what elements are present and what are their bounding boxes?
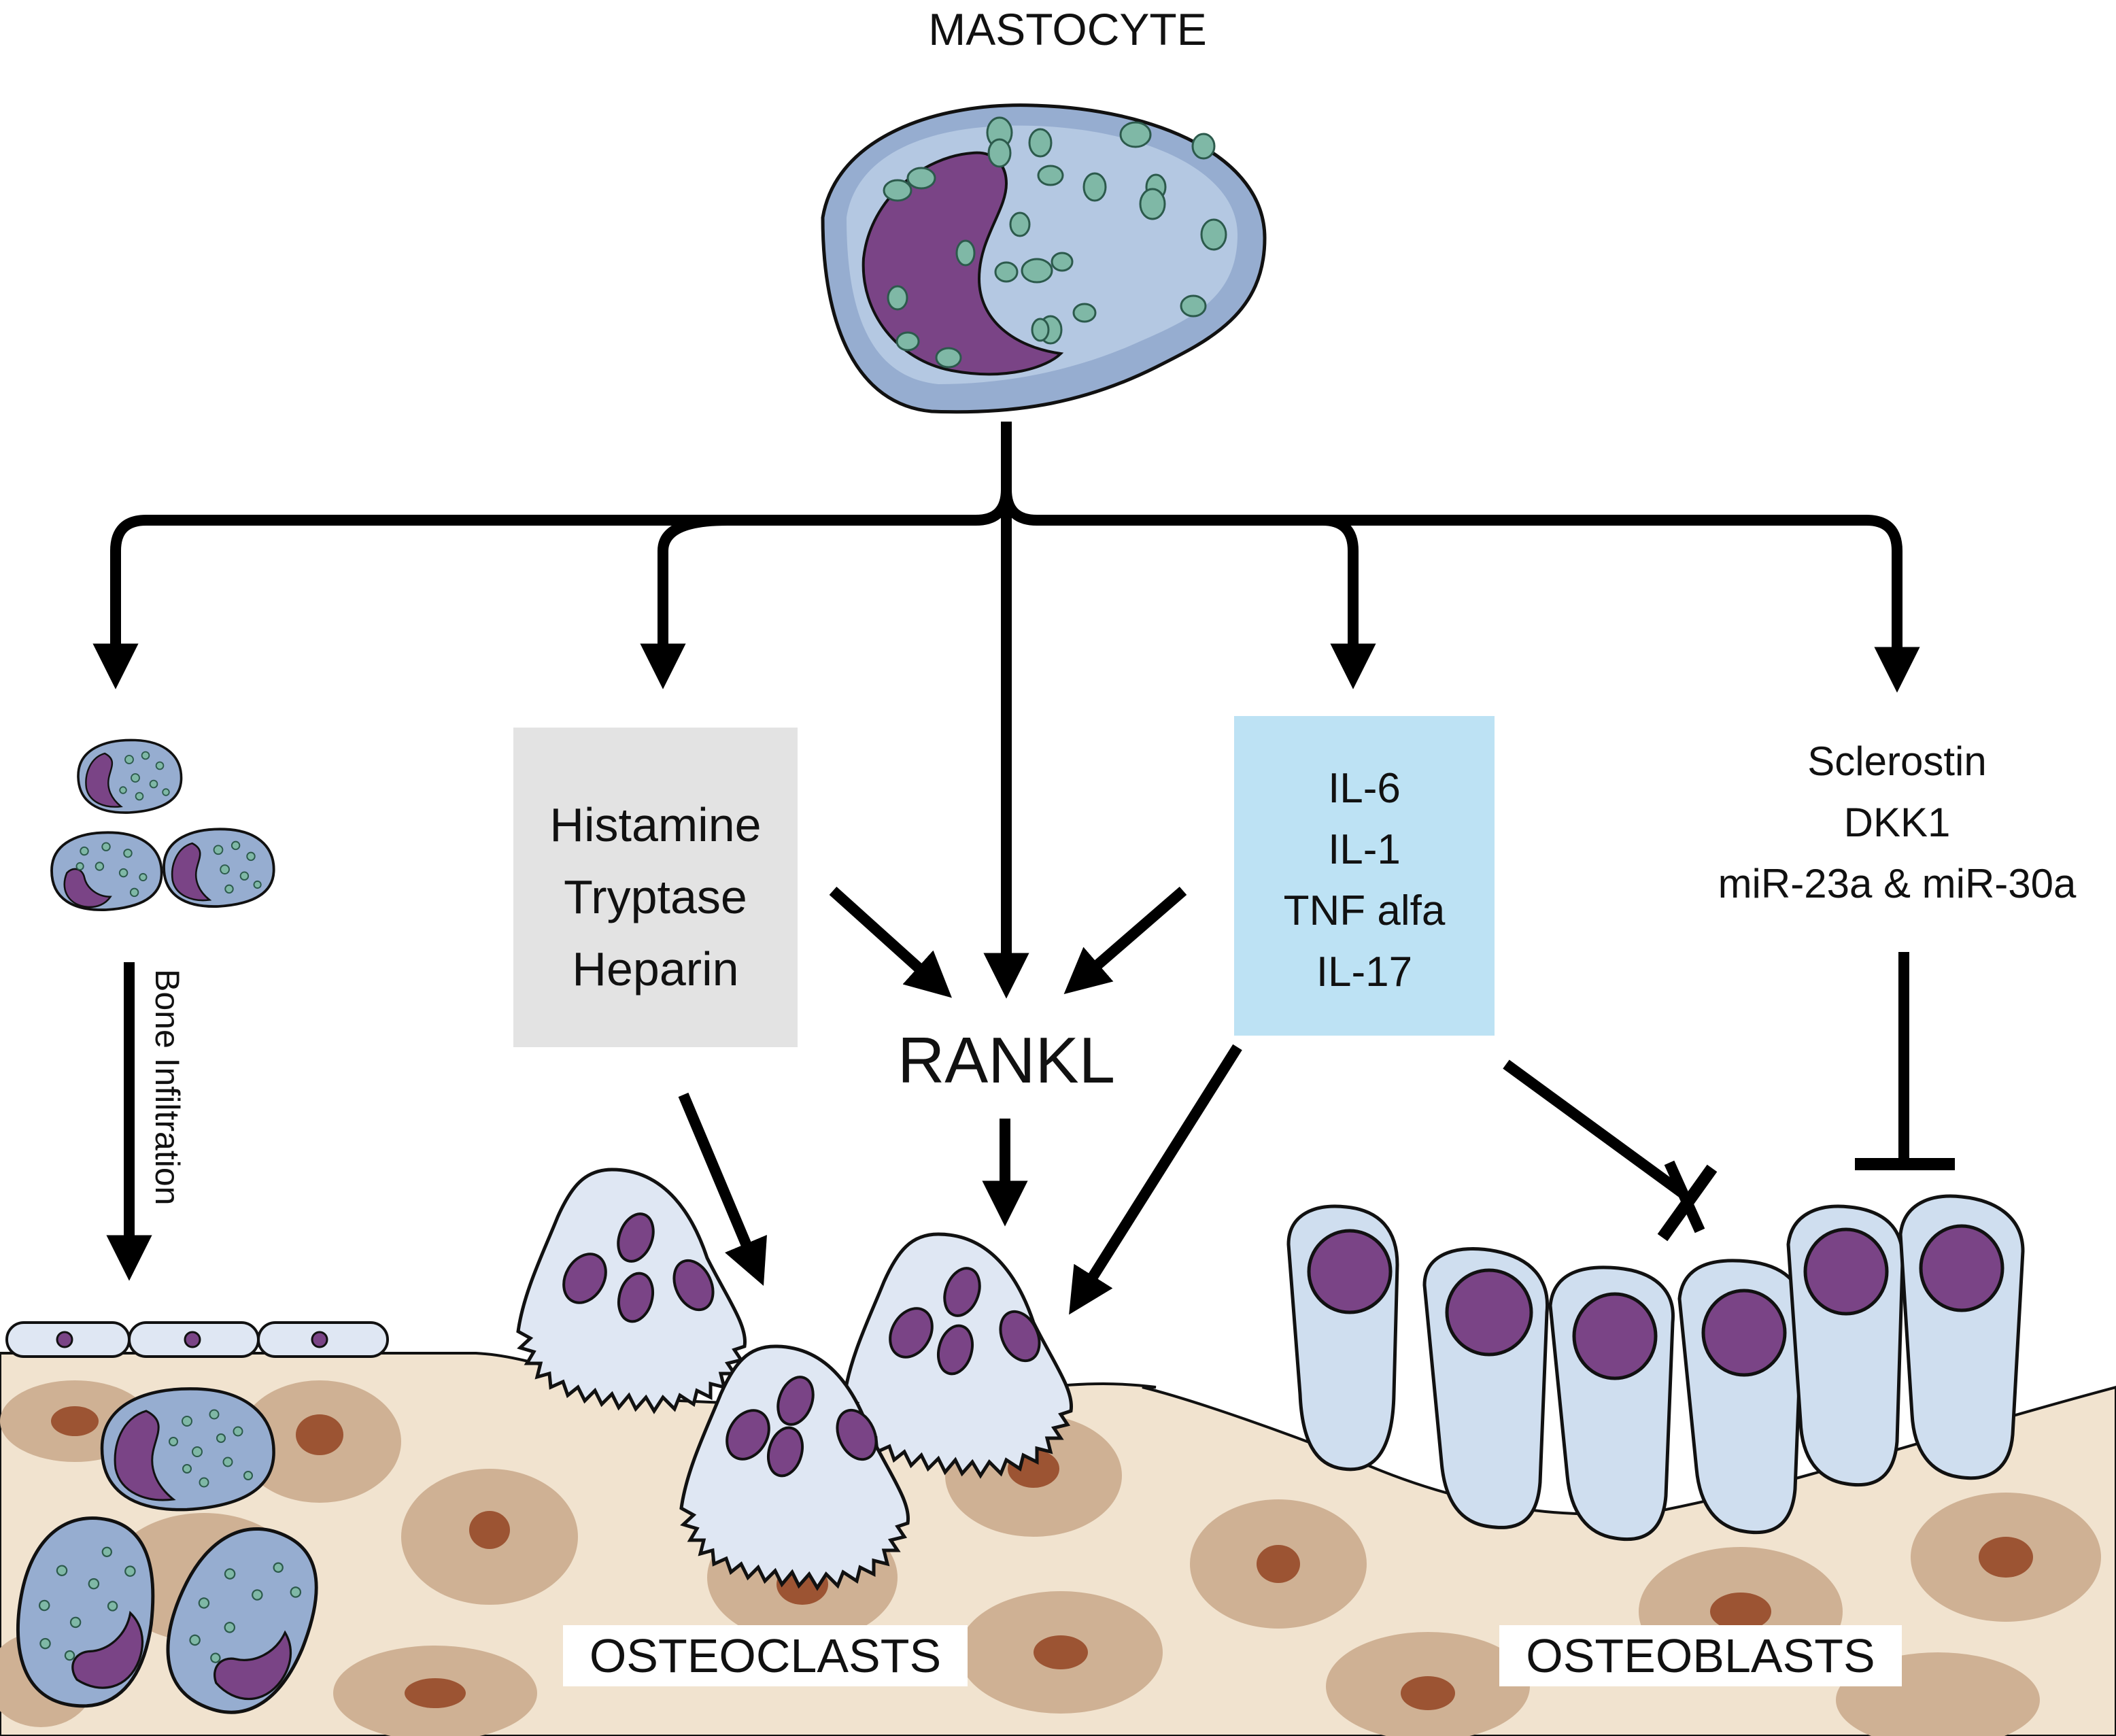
rankl-label: RANKL <box>897 1024 1116 1097</box>
inhibitor-dkk1: DKK1 <box>1843 800 1951 845</box>
osteoblasts-label: OSTEOBLASTS <box>1499 1625 1902 1686</box>
cytokine-il6: IL-6 <box>1328 765 1401 812</box>
mastocyte-granules <box>883 116 1227 369</box>
bone-mastocytes <box>16 1387 318 1714</box>
cytokine-list: IL-6 IL-1 TNF alfa IL-17 <box>1234 758 1495 1003</box>
bone-infiltration-label: Bone Infiltration <box>148 969 186 1206</box>
cytokine-box <box>1234 716 1495 1036</box>
inhibitor-sclerostin: Sclerostin <box>1807 738 1987 784</box>
granule-mediator-box <box>513 728 798 1047</box>
osteoclasts <box>516 1168 1074 1591</box>
mastocyte-cell <box>821 103 1267 414</box>
mediator-heparin: Heparin <box>572 942 739 995</box>
mastocyte-title: MASTOCYTE <box>928 4 1207 54</box>
small-mastocytes <box>50 738 275 911</box>
osteoclasts-label: OSTEOCLASTS <box>563 1625 968 1686</box>
inhibition-bars <box>1657 1158 1955 1242</box>
lining-cells <box>5 1321 389 1358</box>
inhibitor-mirna: miR-23a & miR-30a <box>1718 861 2077 906</box>
granule-mediator-list: Histamine Tryptase Heparin <box>513 789 798 1005</box>
mediator-tryptase: Tryptase <box>564 870 747 923</box>
mediator-histamine: Histamine <box>549 798 762 851</box>
bone-cell-nuclei <box>51 1406 2033 1710</box>
cytokine-il17: IL-17 <box>1316 949 1413 995</box>
pathway-arrows <box>92 422 1920 1315</box>
osteoblasts <box>1286 1194 2025 1542</box>
cytokine-tnf-alfa: TNF alfa <box>1283 887 1446 934</box>
inhibitor-list: Sclerostin DKK1 miR-23a & miR-30a <box>1686 731 2108 915</box>
cytokine-il1: IL-1 <box>1328 826 1401 873</box>
